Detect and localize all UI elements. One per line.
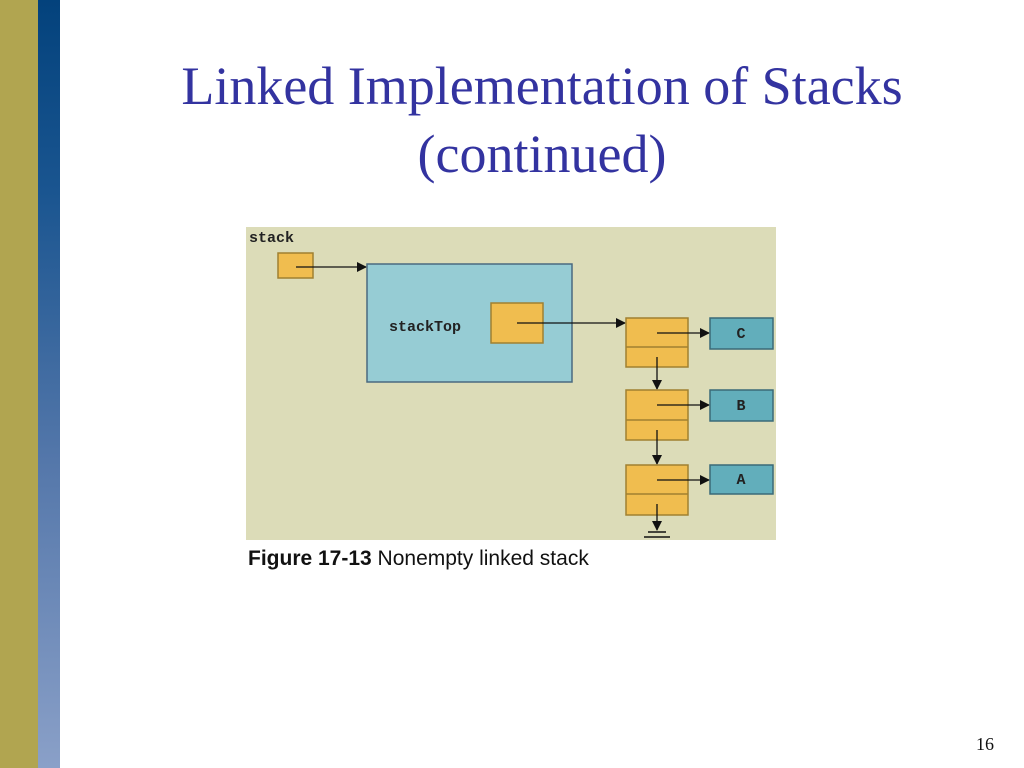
- title-line-2: (continued): [417, 124, 667, 184]
- node-info-b: B: [736, 398, 745, 415]
- caption-text: Nonempty linked stack: [371, 547, 589, 570]
- node-info-a: A: [736, 472, 745, 489]
- stack-pointer-box: [277, 252, 314, 279]
- node-b: B: [625, 389, 774, 465]
- title-line-1: Linked Implementation of Stacks: [181, 56, 903, 116]
- node-c: C: [625, 317, 774, 390]
- slide-title: Linked Implementation of Stacks (continu…: [60, 52, 1024, 188]
- node-a: A: [625, 464, 774, 531]
- node-info-c: C: [736, 326, 745, 343]
- caption-number: Figure 17-13: [248, 547, 372, 570]
- side-bar-blue: [38, 0, 60, 768]
- page-number: 16: [976, 734, 994, 754]
- null-ground-icon: [644, 531, 670, 538]
- stacktop-label: stackTop: [389, 319, 461, 336]
- stack-label: stack: [249, 230, 294, 247]
- figure-caption: Figure 17-13 Nonempty linked stack: [248, 547, 589, 571]
- side-bar-olive: [0, 0, 38, 768]
